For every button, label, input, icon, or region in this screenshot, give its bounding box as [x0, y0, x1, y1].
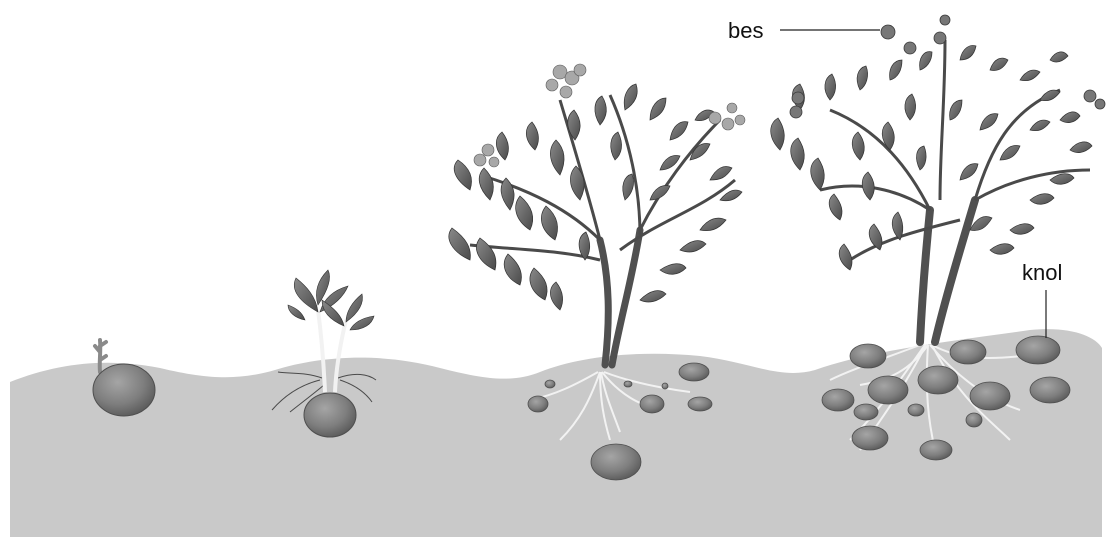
mature-stems — [920, 200, 975, 342]
label-tuber: knol — [1022, 260, 1062, 338]
flowering-leaves — [449, 84, 742, 310]
flowering-stems — [600, 230, 640, 365]
berry-label: bes — [728, 18, 763, 43]
tuber-label: knol — [1022, 260, 1062, 285]
young-leaves — [288, 270, 374, 330]
label-berry: bes — [728, 18, 880, 43]
young-tuber — [304, 393, 356, 437]
soil-ground — [10, 329, 1102, 537]
stage-1-sprouting-tuber — [93, 340, 155, 416]
seed-tuber — [93, 364, 155, 416]
